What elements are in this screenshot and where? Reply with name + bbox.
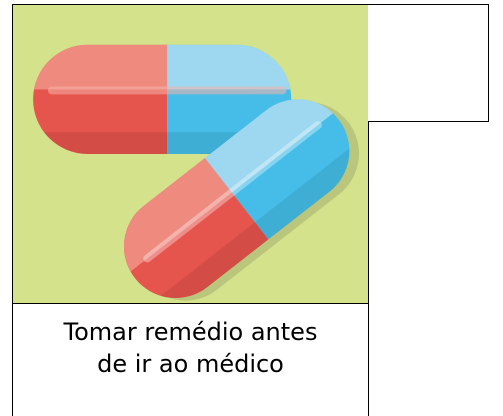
capsule-front <box>103 78 368 303</box>
caption-line-1: Tomar remédio antes <box>63 318 318 346</box>
empty-box <box>368 4 489 122</box>
pills-image <box>12 4 369 304</box>
pills-illustration-icon <box>33 44 368 303</box>
caption-box: Tomar remédio antes de ir ao médico <box>12 303 369 416</box>
caption-line-2: de ir ao médico <box>97 350 284 378</box>
caption-text: Tomar remédio antes de ir ao médico <box>13 316 368 380</box>
